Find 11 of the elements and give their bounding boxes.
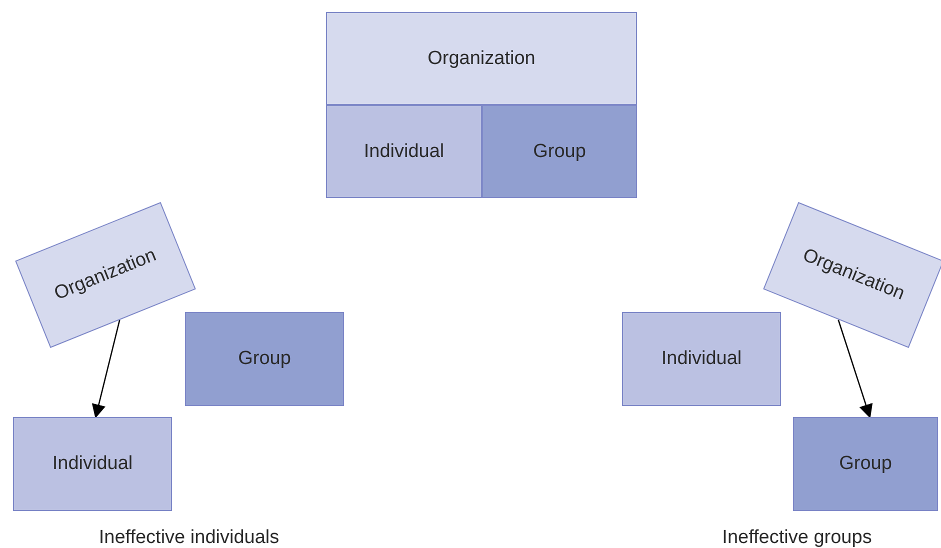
arrow [838, 320, 873, 418]
concept-box: Individual [326, 105, 482, 198]
arrow [92, 320, 120, 418]
concept-box: Individual [13, 417, 172, 511]
concept-box: Group [482, 105, 637, 198]
caption: Ineffective groups [722, 527, 872, 548]
caption: Ineffective individuals [98, 527, 280, 548]
concept-box: Group [185, 312, 344, 406]
concept-box: Group [793, 417, 938, 511]
concept-box: Organization [326, 12, 637, 105]
concept-box: Individual [622, 312, 781, 406]
